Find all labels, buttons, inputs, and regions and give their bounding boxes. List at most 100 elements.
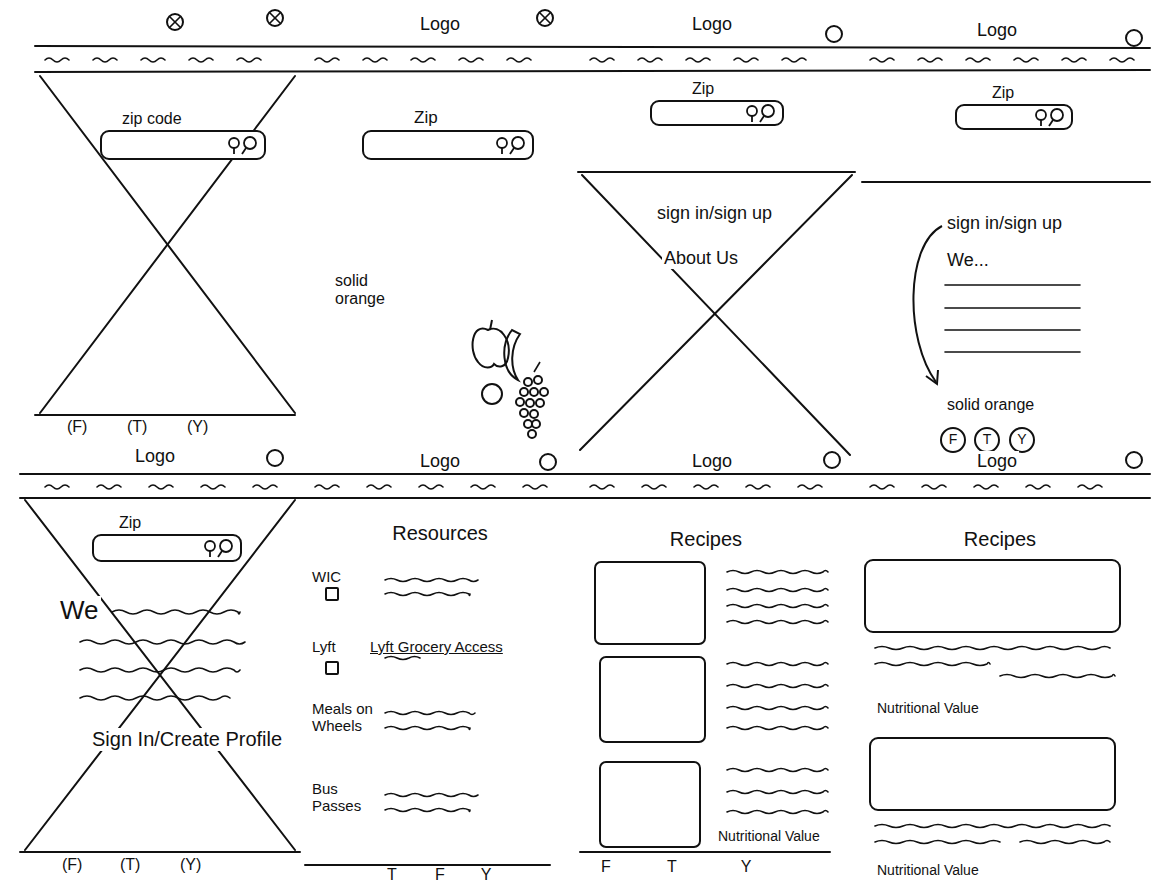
resource-link: Lyft Grocery Access	[368, 638, 505, 655]
nav-scribble	[686, 58, 710, 62]
image-placeholder	[870, 738, 1115, 810]
grape-drawing	[530, 388, 538, 396]
menu-icon	[1126, 452, 1142, 468]
scribble-line	[727, 791, 828, 794]
logo-text: Logo	[975, 20, 1019, 41]
grape-drawing	[524, 420, 532, 428]
logo-text: Logo	[690, 14, 734, 35]
footer-link: F	[599, 858, 613, 876]
nav-scribble	[922, 485, 946, 489]
nav-scribble	[141, 58, 165, 62]
logo-text: Logo	[418, 14, 462, 35]
resource-name: WIC	[310, 568, 343, 585]
close-icon-stroke	[270, 13, 280, 23]
location-icon	[205, 541, 215, 551]
scribble-line	[727, 589, 828, 592]
magnifier-icon	[760, 116, 764, 122]
magnifier-icon	[242, 148, 246, 154]
nav-scribble	[638, 58, 662, 62]
text-line	[945, 284, 1080, 286]
footer-line	[305, 864, 550, 866]
text-line	[945, 329, 1080, 331]
grape-drawing	[532, 420, 540, 428]
field-label: Zip	[992, 84, 1014, 102]
checkbox-icon	[326, 588, 338, 600]
image-placeholder	[600, 762, 700, 847]
social-circle: Y	[1009, 427, 1035, 453]
close-icon	[267, 10, 283, 26]
magnifier-icon	[1051, 109, 1063, 121]
location-icon	[1036, 110, 1046, 120]
nav-scribble	[315, 485, 339, 489]
magnifier-icon	[512, 137, 524, 149]
nav-scribble	[1078, 485, 1102, 489]
scribble-line	[727, 605, 828, 608]
grape-stem	[534, 362, 540, 372]
text-line	[945, 351, 1080, 353]
caption-text: Nutritional Value	[875, 862, 981, 878]
scribble-line	[385, 593, 470, 596]
footer-link: (F)	[65, 418, 89, 436]
field-label: Zip	[692, 80, 714, 98]
search-box: Zip	[362, 130, 534, 160]
nav-scribble	[1062, 58, 1086, 62]
placeholder-cross	[25, 500, 295, 850]
banana-drawing	[504, 330, 520, 380]
scribble-line	[80, 696, 230, 700]
menu-icon	[824, 452, 840, 468]
scribble-line	[80, 668, 240, 672]
logo-text: Logo	[418, 451, 462, 472]
page-heading: Recipes	[962, 528, 1038, 551]
page-heading: Resources	[390, 522, 490, 545]
nav-scribble	[1026, 485, 1050, 489]
field-label: zip code	[122, 110, 182, 128]
search-icons	[744, 102, 778, 124]
location-icon	[751, 116, 753, 122]
nav-text: sign in/sign up	[945, 213, 1064, 234]
scribble-line	[727, 571, 828, 574]
close-icon	[537, 10, 553, 26]
scribble-line	[385, 794, 478, 797]
footer-link: T	[385, 866, 399, 884]
header-line	[20, 473, 1150, 475]
placeholder-cross	[25, 500, 295, 850]
search-icons	[494, 134, 528, 156]
image-placeholder	[865, 560, 1120, 632]
nav-scribble	[966, 58, 990, 62]
nav-scribble	[1014, 58, 1038, 62]
grape-drawing	[516, 398, 524, 406]
note-text: solid orange	[333, 272, 397, 309]
scribble-line	[112, 610, 240, 614]
nav-scribble	[45, 485, 69, 489]
section-line	[578, 171, 855, 173]
orange-drawing	[482, 384, 502, 404]
nav-scribble	[201, 485, 225, 489]
scribble-line	[385, 712, 475, 715]
footer-link: (F)	[60, 856, 84, 874]
nav-scribble	[93, 58, 117, 62]
social-letter: T	[983, 432, 992, 447]
header-line	[35, 46, 1150, 48]
nav-scribble	[734, 58, 758, 62]
search-box: Zip	[650, 100, 784, 126]
field-label: Zip	[414, 109, 438, 128]
footer-line	[20, 851, 300, 853]
scribble-line	[875, 647, 1110, 650]
close-icon-stroke	[170, 17, 180, 27]
section-line	[862, 181, 1150, 183]
footer-link: (Y)	[185, 418, 210, 436]
search-icons	[202, 537, 236, 559]
placeholder-cross	[40, 76, 295, 413]
grape-drawing	[536, 399, 544, 407]
image-placeholder	[595, 562, 705, 644]
location-icon	[233, 148, 235, 154]
caption-text: Nutritional Value	[875, 700, 981, 716]
grape-drawing	[526, 399, 534, 407]
nav-scribble	[642, 485, 666, 489]
grape-drawing	[524, 378, 532, 386]
nav-scribble	[315, 58, 339, 62]
footer-link: F	[433, 866, 447, 884]
scribble-line	[727, 621, 828, 624]
nav-scribble	[97, 485, 121, 489]
magnifier-icon	[218, 551, 222, 557]
